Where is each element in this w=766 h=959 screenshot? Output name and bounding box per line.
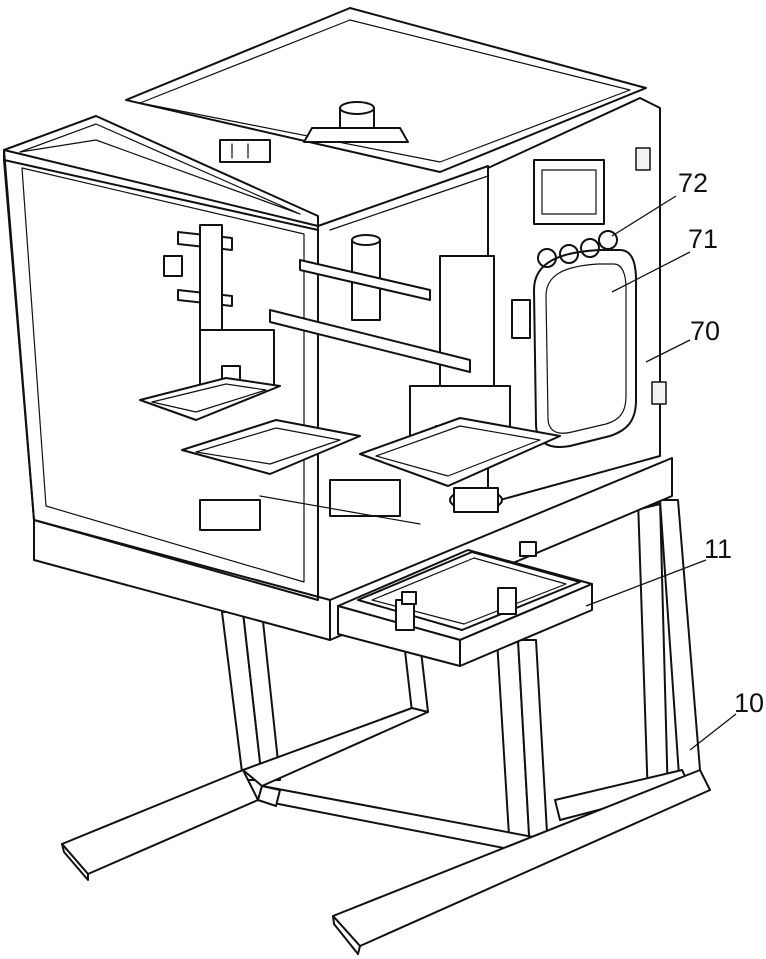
callout-label-71: 71: [688, 224, 718, 254]
callout-label-10: 10: [734, 688, 764, 718]
callout-label-11: 11: [704, 534, 732, 564]
callout-label-72: 72: [678, 168, 708, 198]
drawer-tray: [338, 542, 592, 666]
callout-label-70: 70: [690, 316, 720, 346]
housing: [4, 8, 672, 640]
